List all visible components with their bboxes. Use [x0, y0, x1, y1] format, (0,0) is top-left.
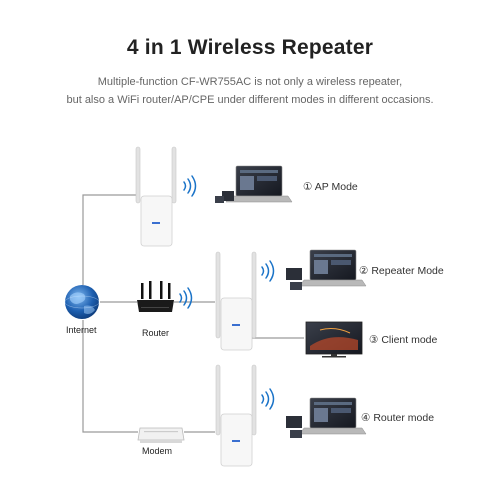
extender-ap [135, 146, 177, 247]
line-ap [82, 194, 140, 285]
laptop-ap [215, 165, 293, 203]
router-device [137, 281, 174, 312]
mode-label-client: ③ Client mode [369, 334, 438, 346]
extender-router [215, 364, 257, 467]
mode-label-repeater: ② Repeater Mode [359, 265, 444, 277]
internet-label: Internet [66, 325, 97, 335]
subtitle-line-1: Multiple-function CF-WR755AC is not only… [97, 76, 403, 88]
mode-label-ap: ① AP Mode [303, 181, 358, 193]
connection-lines [82, 194, 304, 433]
tv-client [305, 321, 363, 358]
wifi-icon-router [179, 287, 193, 309]
wifi-icon-router-mode [261, 388, 275, 410]
wifi-icon-repeater [261, 260, 275, 282]
laptop-repeater [286, 249, 367, 290]
mode-label-router: ④ Router mode [361, 412, 435, 424]
wifi-icon-ap [183, 175, 197, 197]
extender-repeater [215, 251, 257, 351]
subtitle-line-2: but also a WiFi router/AP/CPE under diff… [66, 94, 434, 106]
modem-label: Modem [142, 446, 173, 456]
internet-globe-icon [64, 285, 100, 319]
modem-device [137, 427, 185, 443]
page-subtitle: Multiple-function CF-WR755AC is not only… [40, 73, 460, 109]
router-label: Router [142, 328, 170, 338]
page-title: 4 in 1 Wireless Repeater [126, 36, 374, 59]
line-internet-modem [82, 320, 138, 433]
laptop-router-mode [286, 397, 367, 438]
